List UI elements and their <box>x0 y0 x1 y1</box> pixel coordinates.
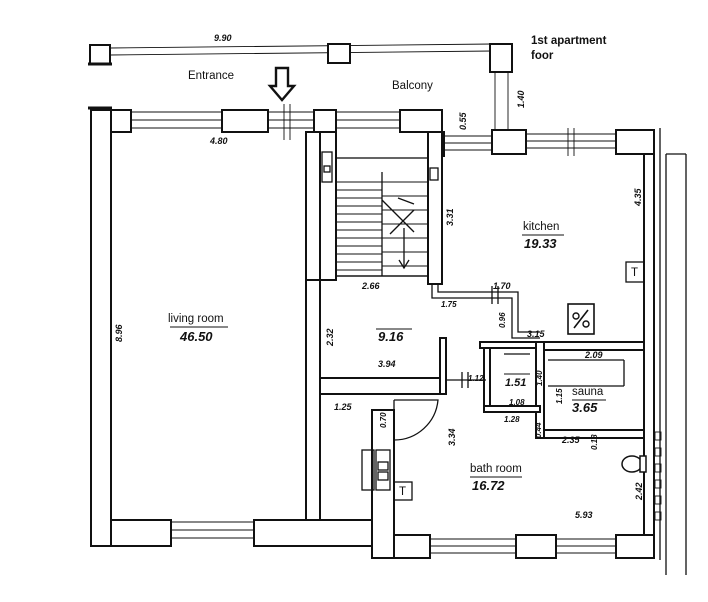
apartment-floor-label-2: foor <box>531 50 554 62</box>
dim-wc-bottom: 1.28 <box>504 415 520 424</box>
dim-bath-right: 2.42 <box>634 482 644 501</box>
dim-wc-bottom-height: 0.44 <box>534 422 543 438</box>
balcony-label: Balcony <box>392 80 433 92</box>
dim-sauna-height: 1.15 <box>555 388 564 404</box>
dim-bath-door: 0.70 <box>379 412 388 428</box>
bath-room-area: 16.72 <box>472 478 505 493</box>
electrical-panel-icon <box>567 303 595 335</box>
kitchen-area: 19.33 <box>524 236 557 251</box>
bath-room-name: bath room <box>470 463 522 475</box>
entrance-label: Entrance <box>188 70 234 82</box>
dim-wc-small: 1.08 <box>509 398 525 407</box>
dim-kitchen-height: 4.35 <box>633 187 643 207</box>
sauna-area: 3.65 <box>572 400 598 415</box>
outer-walls <box>88 104 687 575</box>
living-room-area: 46.50 <box>179 329 213 344</box>
dim-hall-height: 2.32 <box>325 328 335 347</box>
dim-sauna-small: 0.18 <box>590 434 599 450</box>
bath-outlet-label: T <box>399 486 406 498</box>
dim-balcony-depth: 1.40 <box>516 90 526 108</box>
dim-bath-width: 5.93 <box>575 510 593 520</box>
dim-sauna-bottom: 2.35 <box>561 435 581 445</box>
sauna-name: sauna <box>572 386 604 398</box>
staircase <box>321 151 439 277</box>
dim-wc-height: 1.40 <box>535 370 544 386</box>
balcony <box>88 43 513 133</box>
dim-hall-width: 3.94 <box>378 359 396 369</box>
dim-living-top: 4.80 <box>209 136 228 146</box>
dim-kitchen-bottom: 3.15 <box>527 329 546 339</box>
kitchen-outlet-label: T <box>631 267 638 279</box>
apartment-floor-label: 1st apartment <box>531 35 607 47</box>
dim-balcony-width: 9.90 <box>214 33 232 43</box>
wc-area: 1.51 <box>505 377 526 389</box>
dim-sauna-top: 2.09 <box>584 350 603 360</box>
dim-wc-width: 1.12 <box>468 374 484 383</box>
dim-kitchen-step-175: 1.75 <box>441 300 457 309</box>
dim-kitchen-step-170: 1.70 <box>493 281 511 291</box>
doors: T T <box>361 261 645 501</box>
toilet-icon <box>621 455 647 473</box>
entrance-arrow-icon <box>267 66 297 102</box>
dim-stair-width: 2.66 <box>361 281 381 291</box>
dim-kitchen-step-096: 0.96 <box>498 312 507 328</box>
dim-offset-055: 0.55 <box>458 111 468 130</box>
hall-area: 9.16 <box>378 329 404 344</box>
kitchen-name: kitchen <box>523 221 559 233</box>
dim-bath-height: 3.34 <box>447 428 457 446</box>
living-room-name: living room <box>168 313 224 325</box>
dim-living-height: 8.96 <box>114 323 124 342</box>
dim-bath-offset: 1.25 <box>334 402 353 412</box>
dim-stair-height: 3.31 <box>445 208 455 226</box>
